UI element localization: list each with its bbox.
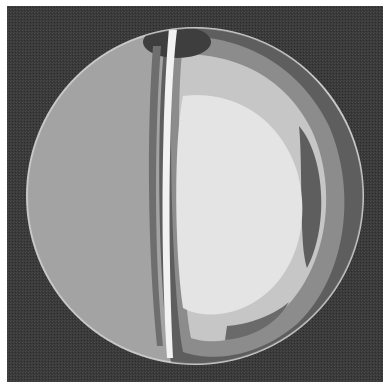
sphere-cutaway-illustration (7, 6, 383, 382)
image-panel (7, 6, 383, 382)
